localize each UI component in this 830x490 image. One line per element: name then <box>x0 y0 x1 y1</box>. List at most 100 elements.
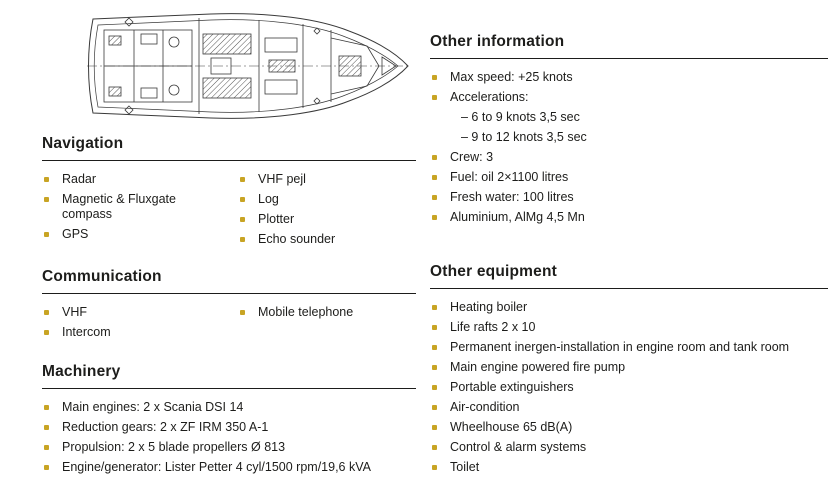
list-item: Propulsion: 2 x 5 blade propellers Ø 813 <box>42 440 416 455</box>
list-item: GPS <box>42 227 238 242</box>
list-item: VHF pejl <box>238 172 416 187</box>
list-item: Aluminium, AlMg 4,5 Mn <box>430 210 828 225</box>
bullet-list: Heating boiler Life rafts 2 x 10 Permane… <box>430 300 828 475</box>
bullet-icon <box>432 95 437 100</box>
list-item-label: Accelerations: <box>450 90 529 104</box>
bullet-icon <box>432 325 437 330</box>
bullet-list: Radar Magnetic & Fluxgate compass GPS <box>42 172 238 252</box>
list-item: Radar <box>42 172 238 187</box>
list-item: Fuel: oil 2×1100 litres <box>430 170 828 185</box>
bullet-icon <box>44 310 49 315</box>
list-item: VHF <box>42 305 238 320</box>
two-column-list: Radar Magnetic & Fluxgate compass GPS VH… <box>42 161 416 252</box>
bullet-icon <box>44 405 49 410</box>
list-item: Main engines: 2 x Scania DSI 14 <box>42 400 416 415</box>
bullet-icon <box>240 237 245 242</box>
list-item: Max speed: +25 knots <box>430 70 828 85</box>
list-item: Heating boiler <box>430 300 828 315</box>
list-item: Toilet <box>430 460 828 475</box>
list-item: Magnetic & Fluxgate compass <box>42 192 238 222</box>
list-item-label: GPS <box>62 227 89 241</box>
bullet-icon <box>44 445 49 450</box>
section-other-information: Other information Max speed: +25 knots A… <box>430 32 828 230</box>
bullet-list: Max speed: +25 knots Accelerations: – 6 … <box>430 70 828 225</box>
bullet-icon <box>432 155 437 160</box>
two-column-list: VHF Intercom Mobile telephone <box>42 294 416 345</box>
section-other-equipment: Other equipment Heating boiler Life raft… <box>430 262 828 480</box>
list-item-label: – 9 to 12 knots 3,5 sec <box>461 130 587 144</box>
list-item-label: Reduction gears: 2 x ZF IRM 350 A-1 <box>62 420 269 434</box>
list-item-label: Propulsion: 2 x 5 blade propellers Ø 813 <box>62 440 286 454</box>
bullet-icon <box>432 365 437 370</box>
bullet-icon <box>44 425 49 430</box>
section-rule <box>430 288 828 289</box>
bullet-icon <box>432 215 437 220</box>
hull-outline <box>88 13 409 119</box>
section-communication: Communication VHF Intercom Mobile teleph… <box>42 267 416 345</box>
list-item-label: Fresh water: 100 litres <box>450 190 574 204</box>
list-item-label: Wheelhouse 65 dB(A) <box>450 420 573 434</box>
bullet-icon <box>432 195 437 200</box>
list-item-label: – 6 to 9 knots 3,5 sec <box>461 110 580 124</box>
bullet-list: VHF Intercom <box>42 305 238 345</box>
list-item: Engine/generator: Lister Petter 4 cyl/15… <box>42 460 416 475</box>
list-item-label: Max speed: +25 knots <box>450 70 573 84</box>
list-item-label: Crew: 3 <box>450 150 494 164</box>
section-navigation: Navigation Radar Magnetic & Fluxgate com… <box>42 134 416 252</box>
bullet-icon <box>432 425 437 430</box>
bullet-icon <box>432 465 437 470</box>
boat-deck-plan <box>87 13 409 119</box>
list-item-label: Air-condition <box>450 400 520 414</box>
list-item-label: Main engines: 2 x Scania DSI 14 <box>62 400 244 414</box>
bullet-icon <box>44 330 49 335</box>
section-rule <box>42 160 416 161</box>
list-item: Mobile telephone <box>238 305 416 320</box>
bullet-icon <box>240 197 245 202</box>
list-item-label: Engine/generator: Lister Petter 4 cyl/15… <box>62 460 371 474</box>
list-item: Air-condition <box>430 400 828 415</box>
list-item: Portable extinguishers <box>430 380 828 395</box>
bullet-icon <box>240 217 245 222</box>
list-item-label: Toilet <box>450 460 480 474</box>
list-item-label: Permanent inergen-installation in engine… <box>450 340 790 354</box>
list-item-label: VHF pejl <box>258 172 306 186</box>
list-item-label: Fuel: oil 2×1100 litres <box>450 170 569 184</box>
list-item-label: Intercom <box>62 325 111 339</box>
list-item: Plotter <box>238 212 416 227</box>
list-item: Permanent inergen-installation in engine… <box>430 340 828 355</box>
list-item: Reduction gears: 2 x ZF IRM 350 A-1 <box>42 420 416 435</box>
list-item-label: Magnetic & Fluxgate compass <box>62 192 176 221</box>
list-item: Log <box>238 192 416 207</box>
section-rule <box>42 388 416 389</box>
list-item: Life rafts 2 x 10 <box>430 320 828 335</box>
bullet-icon <box>432 345 437 350</box>
list-item-label: Plotter <box>258 212 295 226</box>
bullet-icon <box>240 310 245 315</box>
list-item-label: VHF <box>62 305 87 319</box>
list-item: Accelerations: <box>430 90 828 105</box>
list-item-label: Aluminium, AlMg 4,5 Mn <box>450 210 585 224</box>
bullet-icon <box>432 305 437 310</box>
bullet-icon <box>432 385 437 390</box>
list-item-label: Mobile telephone <box>258 305 354 319</box>
bullet-list: Mobile telephone <box>238 305 416 345</box>
section-title: Machinery <box>42 363 121 380</box>
bullet-icon <box>44 465 49 470</box>
section-rule <box>42 293 416 294</box>
bullet-icon <box>240 177 245 182</box>
list-sub-item: – 6 to 9 knots 3,5 sec <box>430 110 828 125</box>
list-item: Wheelhouse 65 dB(A) <box>430 420 828 435</box>
section-machinery: Machinery Main engines: 2 x Scania DSI 1… <box>42 362 416 480</box>
list-item-label: Radar <box>62 172 97 186</box>
bullet-list: VHF pejl Log Plotter Echo sounder <box>238 172 416 252</box>
list-item-label: Log <box>258 192 279 206</box>
list-item: Fresh water: 100 litres <box>430 190 828 205</box>
list-item: Intercom <box>42 325 238 340</box>
section-title: Communication <box>42 268 162 285</box>
bullet-icon <box>432 405 437 410</box>
list-item: Echo sounder <box>238 232 416 247</box>
list-item-label: Echo sounder <box>258 232 336 246</box>
list-item: Control & alarm systems <box>430 440 828 455</box>
list-item: Crew: 3 <box>430 150 828 165</box>
